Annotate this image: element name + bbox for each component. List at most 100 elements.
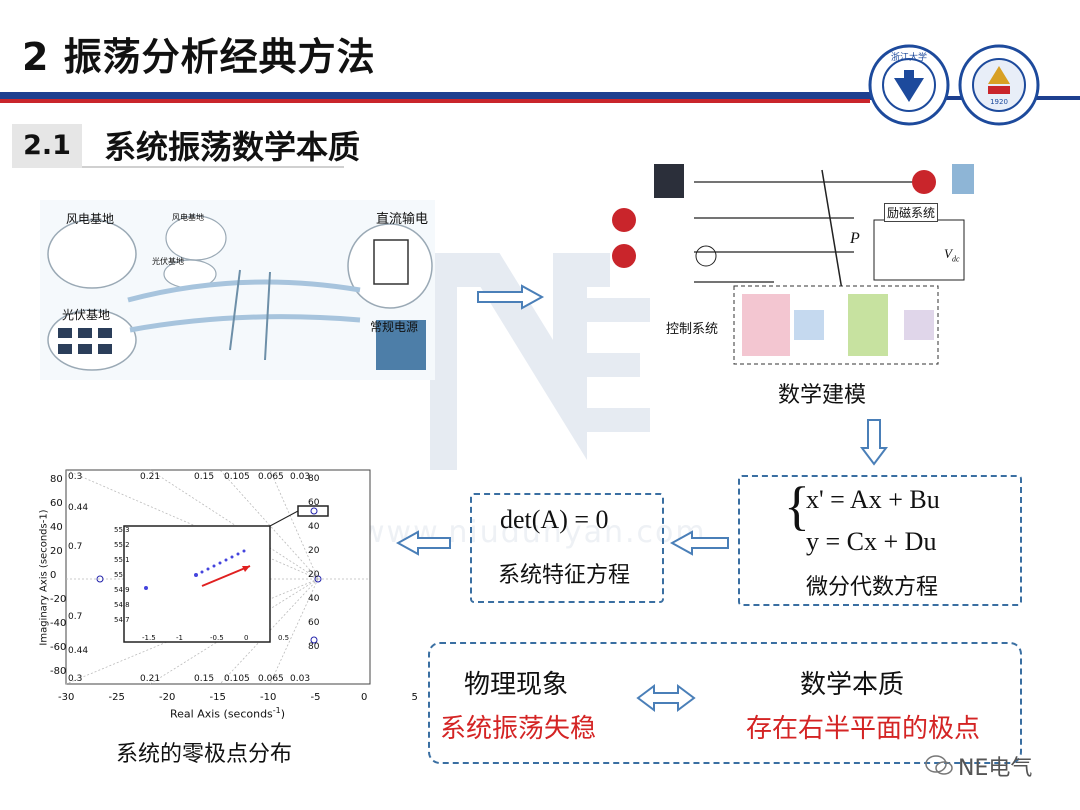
right-label: 60 [308, 618, 319, 628]
characteristic-formula: det(A) = 0 [500, 505, 609, 535]
y-tick-label: 80 [50, 474, 63, 485]
damping-bottom-label: 0.15 [194, 674, 214, 684]
grid-illustration: 风电基地 风电基地 光伏基地 光伏基地 直流输电 常规电源 [40, 200, 435, 380]
inset-y-tick: 55.2 [114, 541, 130, 549]
inset-y-tick: 54.8 [114, 601, 130, 609]
brand-text: NE电气 [958, 750, 1032, 782]
section-title: 系统振荡数学本质 [104, 122, 360, 168]
pole-plot-ylabel: Imaginary Axis (seconds-1) [39, 508, 50, 648]
label-excitation: 励磁系统 [884, 203, 938, 222]
section-number: 2.1 [12, 124, 82, 168]
inset-x-tick: -1.5 [142, 634, 156, 642]
caption-modeling: 数学建模 [778, 377, 866, 409]
y-tick-label: 60 [50, 498, 63, 509]
power-model-diagram: 励磁系统 控制系统 P Vdc [574, 160, 974, 370]
right-label: 40 [308, 522, 319, 532]
label-p: P [850, 230, 860, 248]
arrow-left-2 [396, 530, 452, 556]
damping-bottom-label: 0.21 [140, 674, 160, 684]
label-conventional: 常规电源 [370, 318, 418, 335]
phys-title: 物理现象 [464, 664, 568, 701]
section-underline [82, 166, 344, 168]
x-tick-label: -20 [159, 692, 175, 703]
zju-logo: 浙江大学 [868, 44, 950, 126]
inset-x-tick: 0.5 [278, 634, 289, 642]
inset-y-tick: 55.3 [114, 526, 130, 534]
arrow-right-1 [476, 284, 546, 310]
inset-y-tick: 55.1 [114, 556, 130, 564]
damping-bottom-label: 0.105 [224, 674, 250, 684]
damping-left-label: 0.7 [68, 542, 82, 552]
right-label: 80 [308, 474, 319, 484]
y-tick-label: -20 [50, 594, 66, 605]
page-title: 2 振荡分析经典方法 [22, 26, 376, 81]
x-tick-label: -5 [311, 692, 321, 703]
right-label: 40 [308, 594, 319, 604]
damping-top-label: 0.065 [258, 472, 284, 482]
header-band-navy [0, 92, 870, 99]
arrow-left-1 [670, 530, 730, 556]
equation-box: { x' = Ax + Bu y = Cx + Du 微分代数方程 [738, 475, 1022, 606]
pole-zero-plot [30, 462, 380, 724]
characteristic-box: det(A) = 0 系统特征方程 [470, 493, 664, 603]
summary-box: 物理现象 系统振荡失稳 数学本质 存在右半平面的极点 [428, 642, 1022, 764]
caption-dae: 微分代数方程 [806, 569, 938, 601]
y-tick-label: 40 [50, 522, 63, 533]
label-pv-base: 光伏基地 [62, 306, 110, 323]
math-red-text: 存在右半平面的极点 [746, 708, 980, 745]
right-label: 60 [308, 498, 319, 508]
damping-left-label: 0.44 [68, 503, 88, 513]
damping-bottom-label: 0.03 [290, 674, 310, 684]
caption-pole-zero: 系统的零极点分布 [116, 736, 292, 768]
caption-characteristic: 系统特征方程 [498, 557, 630, 589]
label-control-system: 控制系统 [666, 318, 718, 337]
grid-drawing [40, 200, 435, 380]
inset-x-tick: -1 [176, 634, 183, 642]
x-tick-label: -25 [109, 692, 125, 703]
equation-line-2: y = Cx + Du [806, 527, 936, 557]
x-tick-label: -15 [210, 692, 226, 703]
math-title: 数学本质 [800, 664, 904, 701]
ee-school-logo: 1920 [958, 44, 1040, 126]
y-tick-label: 0 [50, 570, 56, 581]
double-arrow [636, 684, 696, 712]
inset-x-tick: -0.5 [210, 634, 224, 642]
inset-y-tick: 54.9 [114, 586, 130, 594]
x-tick-label: -10 [260, 692, 276, 703]
equation-line-1: x' = Ax + Bu [806, 485, 940, 515]
y-tick-label: -60 [50, 642, 66, 653]
pole-plot-xlabel: Real Axis (seconds-1) [170, 706, 285, 721]
right-label: 80 [308, 642, 319, 652]
damping-bottom-label: 0.3 [68, 674, 82, 684]
damping-top-label: 0.3 [68, 472, 82, 482]
model-drawing [574, 160, 974, 370]
inset-y-tick: 54.7 [114, 616, 130, 624]
label-wind-small: 风电基地 [172, 212, 204, 223]
label-wind-base: 风电基地 [66, 210, 114, 227]
damping-top-label: 0.21 [140, 472, 160, 482]
right-label: 20 [308, 570, 319, 580]
wechat-icon [924, 752, 954, 778]
damping-bottom-label: 0.065 [258, 674, 284, 684]
damping-left-label: 0.44 [68, 646, 88, 656]
inset-x-tick: 0 [244, 634, 248, 642]
y-tick-label: 20 [50, 546, 63, 557]
damping-left-label: 0.7 [68, 612, 82, 622]
phys-red-text: 系统振荡失稳 [440, 708, 596, 745]
arrow-down [860, 418, 888, 466]
label-vdc: Vdc [944, 246, 960, 264]
right-label: 20 [308, 546, 319, 556]
x-tick-label: 0 [361, 692, 367, 703]
y-tick-label: -80 [50, 666, 66, 677]
header-band-red [0, 99, 870, 103]
svg-text:浙江大学: 浙江大学 [891, 51, 927, 63]
x-tick-label: -30 [58, 692, 74, 703]
y-tick-label: -40 [50, 618, 66, 629]
damping-top-label: 0.105 [224, 472, 250, 482]
label-pv-small: 光伏基地 [152, 256, 184, 267]
label-hvdc: 直流输电 [376, 208, 428, 227]
x-tick-label: 5 [412, 692, 418, 703]
damping-top-label: 0.15 [194, 472, 214, 482]
svg-text:1920: 1920 [990, 98, 1008, 106]
inset-y-tick: 55 [114, 571, 123, 579]
